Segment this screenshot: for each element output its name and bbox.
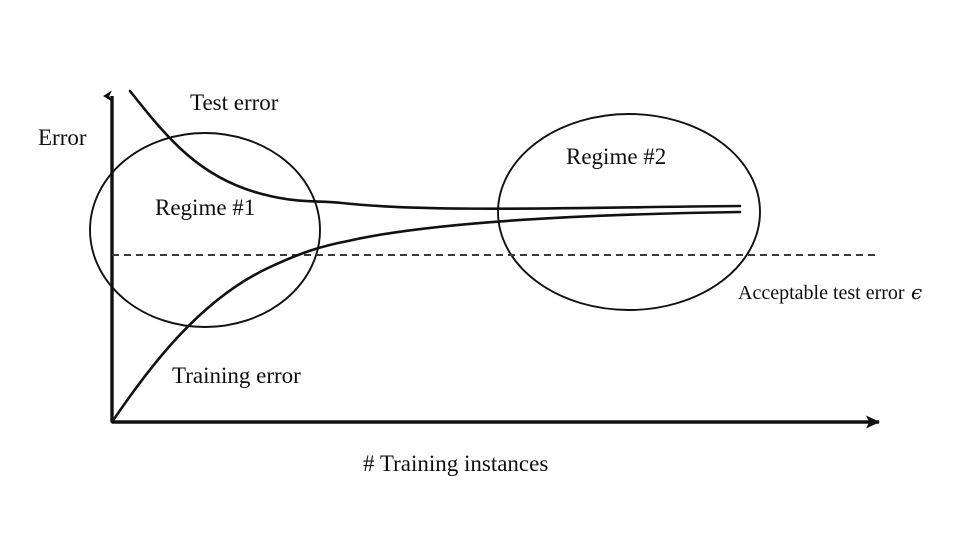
test-error-curve <box>128 89 742 210</box>
y-axis-label: Error <box>38 125 87 150</box>
regime-1-label: Regime #1 <box>155 195 256 220</box>
regime-2-label: Regime #2 <box>566 144 667 169</box>
acceptable-test-error-text: Acceptable test error <box>738 282 905 304</box>
training-error-curve <box>110 210 742 424</box>
epsilon-glyph: ϵ <box>910 280 923 304</box>
test-error-label: Test error <box>190 90 279 115</box>
acceptable-test-error-label: Acceptable test error ϵ <box>738 282 922 303</box>
regime-1-ellipse <box>89 132 321 328</box>
training-error-label: Training error <box>172 363 301 388</box>
regime-2-ellipse <box>497 113 761 311</box>
x-axis-label: # Training instances <box>363 451 549 476</box>
